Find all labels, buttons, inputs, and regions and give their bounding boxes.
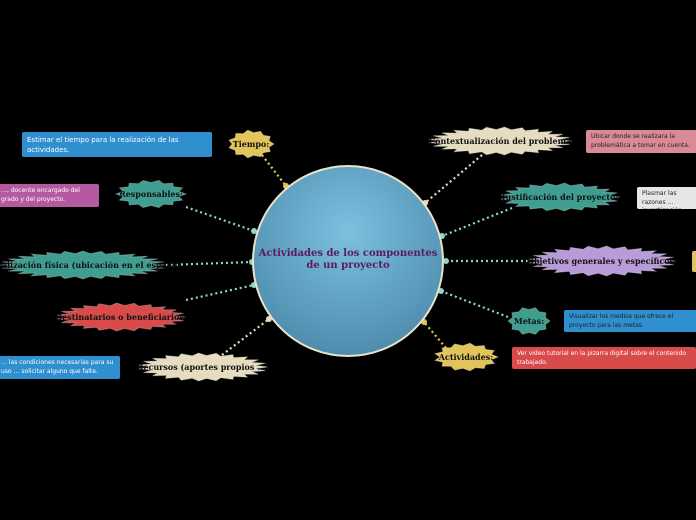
node-destinatarios-label: Destinatarios o beneficiarios: bbox=[55, 312, 187, 322]
note-metas-text: Visualizar los medios que ofrece el proy… bbox=[569, 313, 674, 329]
node-justificacion[interactable]: Justificación del proyecto: bbox=[500, 185, 620, 209]
note-tiempo-text: Estimar el tiempo para la realización de… bbox=[27, 136, 179, 155]
node-recursos[interactable]: Recursos (aportes propios ...) bbox=[136, 355, 270, 379]
note-responsables[interactable]: …, docente encargado del grado y del pro… bbox=[0, 184, 99, 207]
connector-metas bbox=[440, 289, 509, 319]
node-objetivos[interactable]: Objetivos generales y específicos: bbox=[526, 248, 678, 274]
node-destinatarios[interactable]: Destinatarios o beneficiarios: bbox=[55, 305, 187, 329]
connector-actividades bbox=[423, 321, 447, 349]
node-localizacion[interactable]: Localización física (ubicación en el esp… bbox=[0, 253, 180, 277]
note-actividades[interactable]: Ver video tutorial en la pizarra digital… bbox=[512, 347, 696, 369]
node-shape-objetivos bbox=[528, 245, 677, 277]
node-recursos-label: Recursos (aportes propios ...) bbox=[136, 362, 270, 372]
note-contextualizacion-text: Ubicar donde se realizara la problemátic… bbox=[591, 133, 690, 149]
connector-destinatarios bbox=[185, 283, 255, 302]
node-actividades-label: Actividades: bbox=[438, 352, 494, 362]
node-contextualizacion-label: Contextualización del problema bbox=[428, 136, 572, 146]
node-shape-tiempo bbox=[228, 129, 275, 159]
node-shapes bbox=[0, 126, 677, 382]
note-justificacion[interactable]: Plasmar las razones … investigación. bbox=[637, 187, 696, 209]
note-responsables-text: …, docente encargado del grado y del pro… bbox=[1, 187, 80, 203]
connector-contextualizacion bbox=[424, 154, 483, 204]
central-topic-title: Actividades de los componentes de un pro… bbox=[258, 248, 438, 271]
node-localizacion-label: Localización física (ubicación en el esp… bbox=[0, 260, 180, 270]
node-responsables-label: Responsables: bbox=[119, 189, 183, 199]
central-topic-circle[interactable] bbox=[252, 165, 444, 357]
node-responsables[interactable]: Responsables: bbox=[116, 183, 186, 205]
node-tiempo-label: Tiempo: bbox=[232, 139, 270, 149]
note-tiempo[interactable]: Estimar el tiempo para la realización de… bbox=[22, 132, 212, 157]
note-objetivos[interactable] bbox=[692, 251, 696, 272]
connector-justificacion bbox=[441, 206, 513, 238]
node-objetivos-label: Objetivos generales y específicos: bbox=[526, 256, 678, 266]
node-shape-localizacion bbox=[0, 250, 167, 280]
note-recursos[interactable]: … las condiciones necesarias para su uso… bbox=[0, 356, 120, 379]
node-metas-label: Metas: bbox=[513, 316, 545, 326]
node-shape-destinatarios bbox=[56, 302, 187, 332]
node-shape-responsables bbox=[114, 179, 188, 209]
connector-tiempo bbox=[261, 154, 287, 187]
note-actividades-text: Ver video tutorial en la pizarra digital… bbox=[517, 350, 687, 366]
note-recursos-text: … las condiciones necesarias para su uso… bbox=[1, 359, 114, 375]
node-actividades[interactable]: Actividades: bbox=[434, 345, 498, 369]
node-tiempo[interactable]: Tiempo: bbox=[228, 133, 274, 155]
note-justificacion-text: Plasmar las razones … investigación. bbox=[642, 190, 684, 209]
connector-end-objetivos bbox=[443, 258, 449, 264]
connector-recursos bbox=[221, 318, 270, 356]
node-shape-contextualizacion bbox=[428, 126, 573, 156]
connector-localizacion bbox=[165, 260, 253, 267]
node-justificacion-label: Justificación del proyecto: bbox=[501, 192, 619, 202]
node-metas[interactable]: Metas: bbox=[508, 309, 550, 333]
node-contextualizacion[interactable]: Contextualización del problema bbox=[428, 129, 572, 153]
note-metas[interactable]: Visualizar los medios que ofrece el proy… bbox=[564, 310, 696, 332]
node-shape-recursos bbox=[138, 352, 269, 382]
connector-responsables bbox=[185, 205, 255, 233]
note-contextualizacion[interactable]: Ubicar donde se realizara la problemátic… bbox=[586, 130, 696, 153]
connector-end-responsables bbox=[251, 228, 257, 234]
node-shape-justificacion bbox=[500, 182, 621, 212]
node-shape-actividades bbox=[433, 342, 500, 372]
node-shape-metas bbox=[507, 307, 551, 335]
